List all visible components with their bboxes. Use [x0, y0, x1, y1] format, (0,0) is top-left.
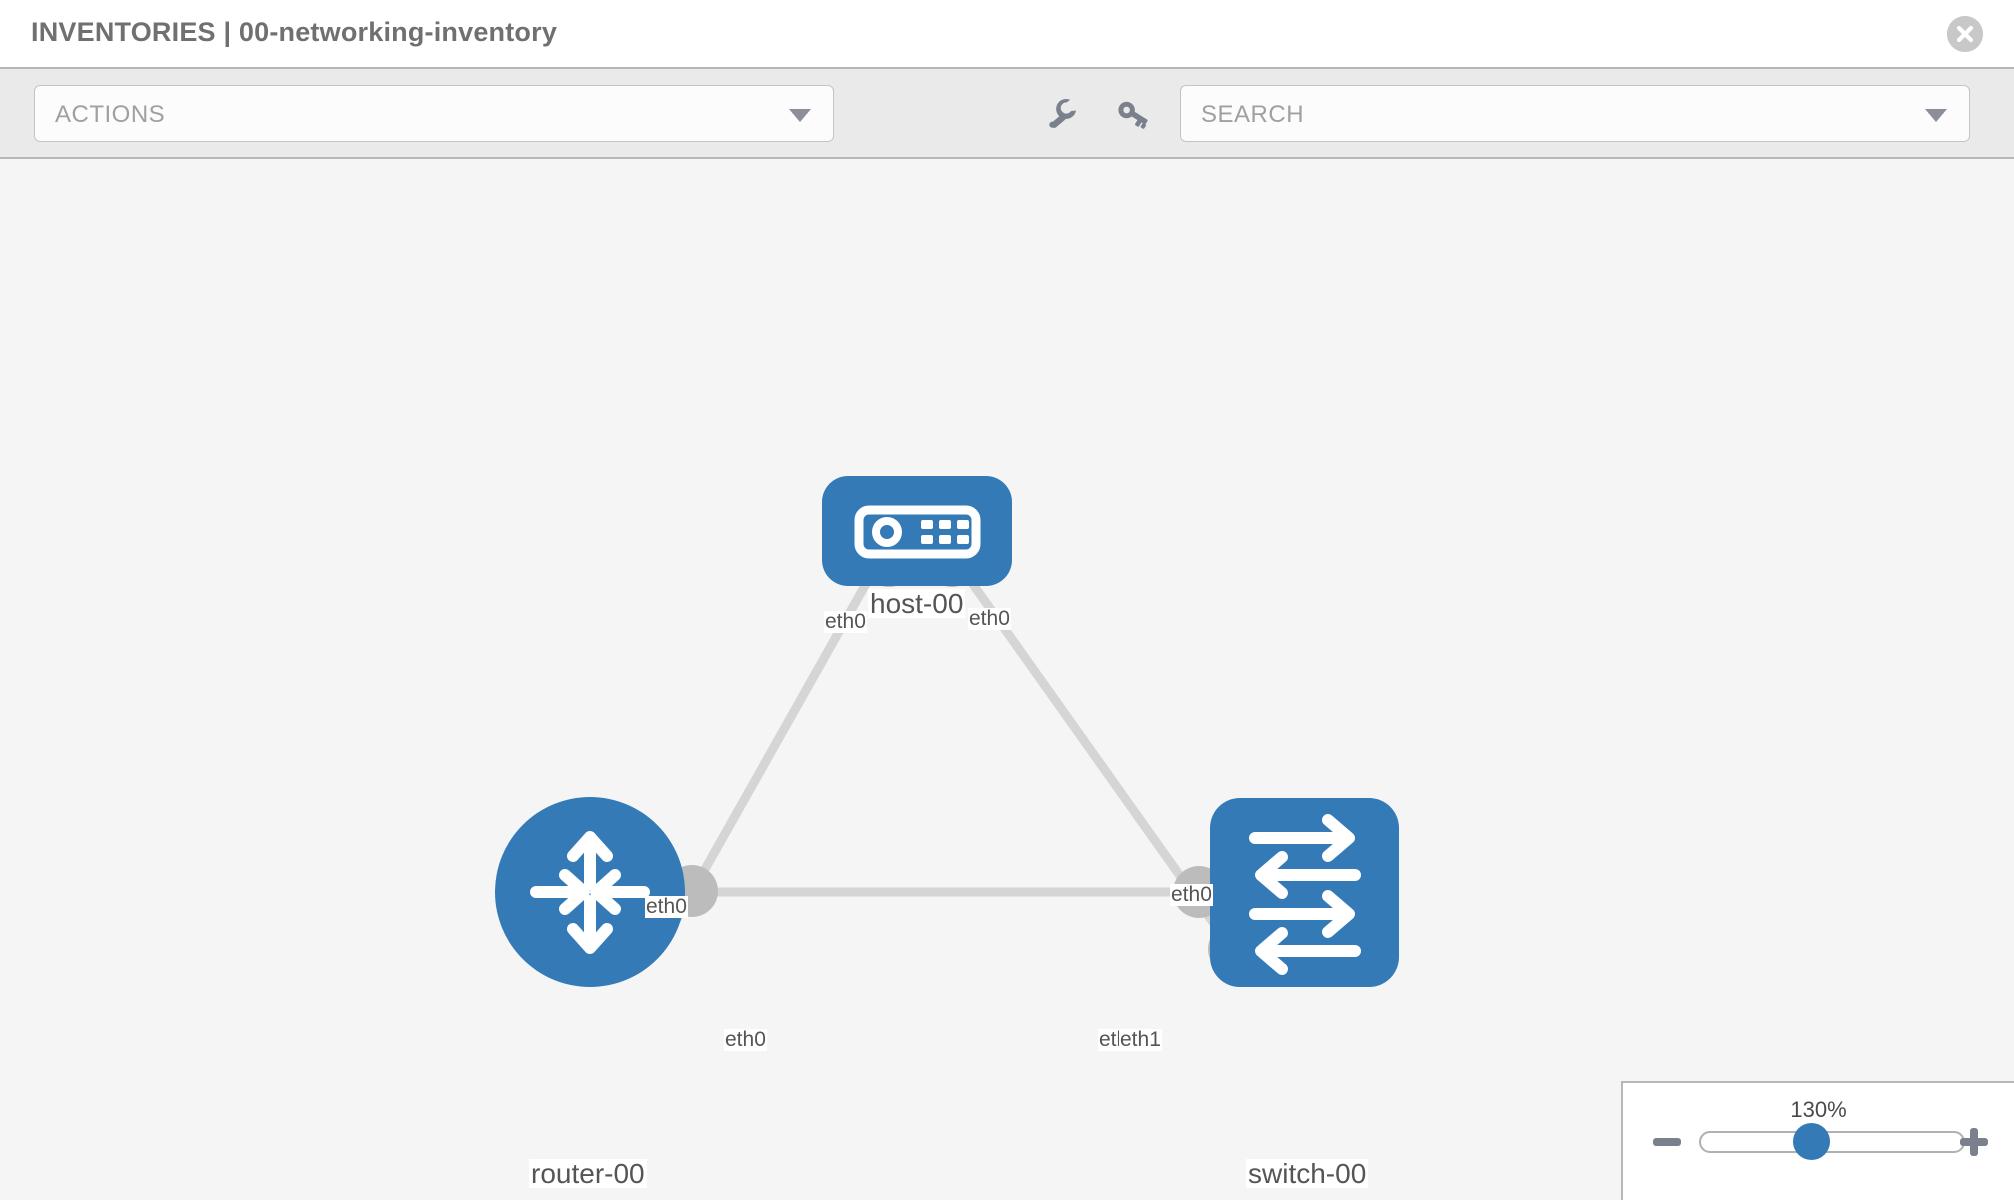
- search-input[interactable]: SEARCH: [1180, 85, 1970, 142]
- wrench-icon[interactable]: [1043, 94, 1083, 134]
- node-label-router-00: router-00: [529, 1158, 647, 1189]
- interface-label: eth1: [1119, 1028, 1162, 1052]
- interface-label: eth0: [968, 607, 1011, 631]
- zoom-slider-thumb[interactable]: [1793, 1123, 1830, 1160]
- zoom-slider-track[interactable]: [1699, 1131, 1965, 1153]
- interface-label: eth0: [824, 610, 867, 634]
- node-router-00: [495, 797, 685, 987]
- actions-dropdown[interactable]: ACTIONS: [34, 85, 834, 142]
- search-placeholder: SEARCH: [1201, 101, 1305, 128]
- interface-label: eth0: [1170, 883, 1213, 907]
- zoom-out-icon[interactable]: [1651, 1126, 1683, 1158]
- topology-canvas[interactable]: host-00 router-00 switch-00 eth0 eth0 et…: [0, 159, 2014, 1200]
- zoom-level-label: 130%: [1790, 1097, 1847, 1122]
- toolbar: ACTIONS: [0, 69, 2014, 159]
- chevron-down-icon: [1925, 109, 1947, 122]
- chevron-down-icon: [789, 109, 811, 122]
- node-host-00: [822, 476, 1012, 586]
- zoom-control-panel: 130%: [1621, 1081, 2014, 1200]
- title-bar: INVENTORIES | 00-networking-inventory: [0, 0, 2014, 69]
- interface-label: eth0: [645, 895, 688, 919]
- node-label-host-00: host-00: [868, 588, 966, 619]
- actions-dropdown-label: ACTIONS: [55, 101, 166, 128]
- zoom-in-icon[interactable]: [1958, 1126, 1990, 1158]
- close-icon[interactable]: [1947, 16, 1983, 52]
- interface-label: eth0: [724, 1028, 767, 1052]
- page-title: INVENTORIES | 00-networking-inventory: [31, 17, 558, 47]
- node-switch-00: [1210, 798, 1399, 987]
- key-icon[interactable]: [1113, 94, 1153, 134]
- node-label-switch-00: switch-00: [1246, 1158, 1369, 1189]
- topology-graph: [495, 476, 1399, 987]
